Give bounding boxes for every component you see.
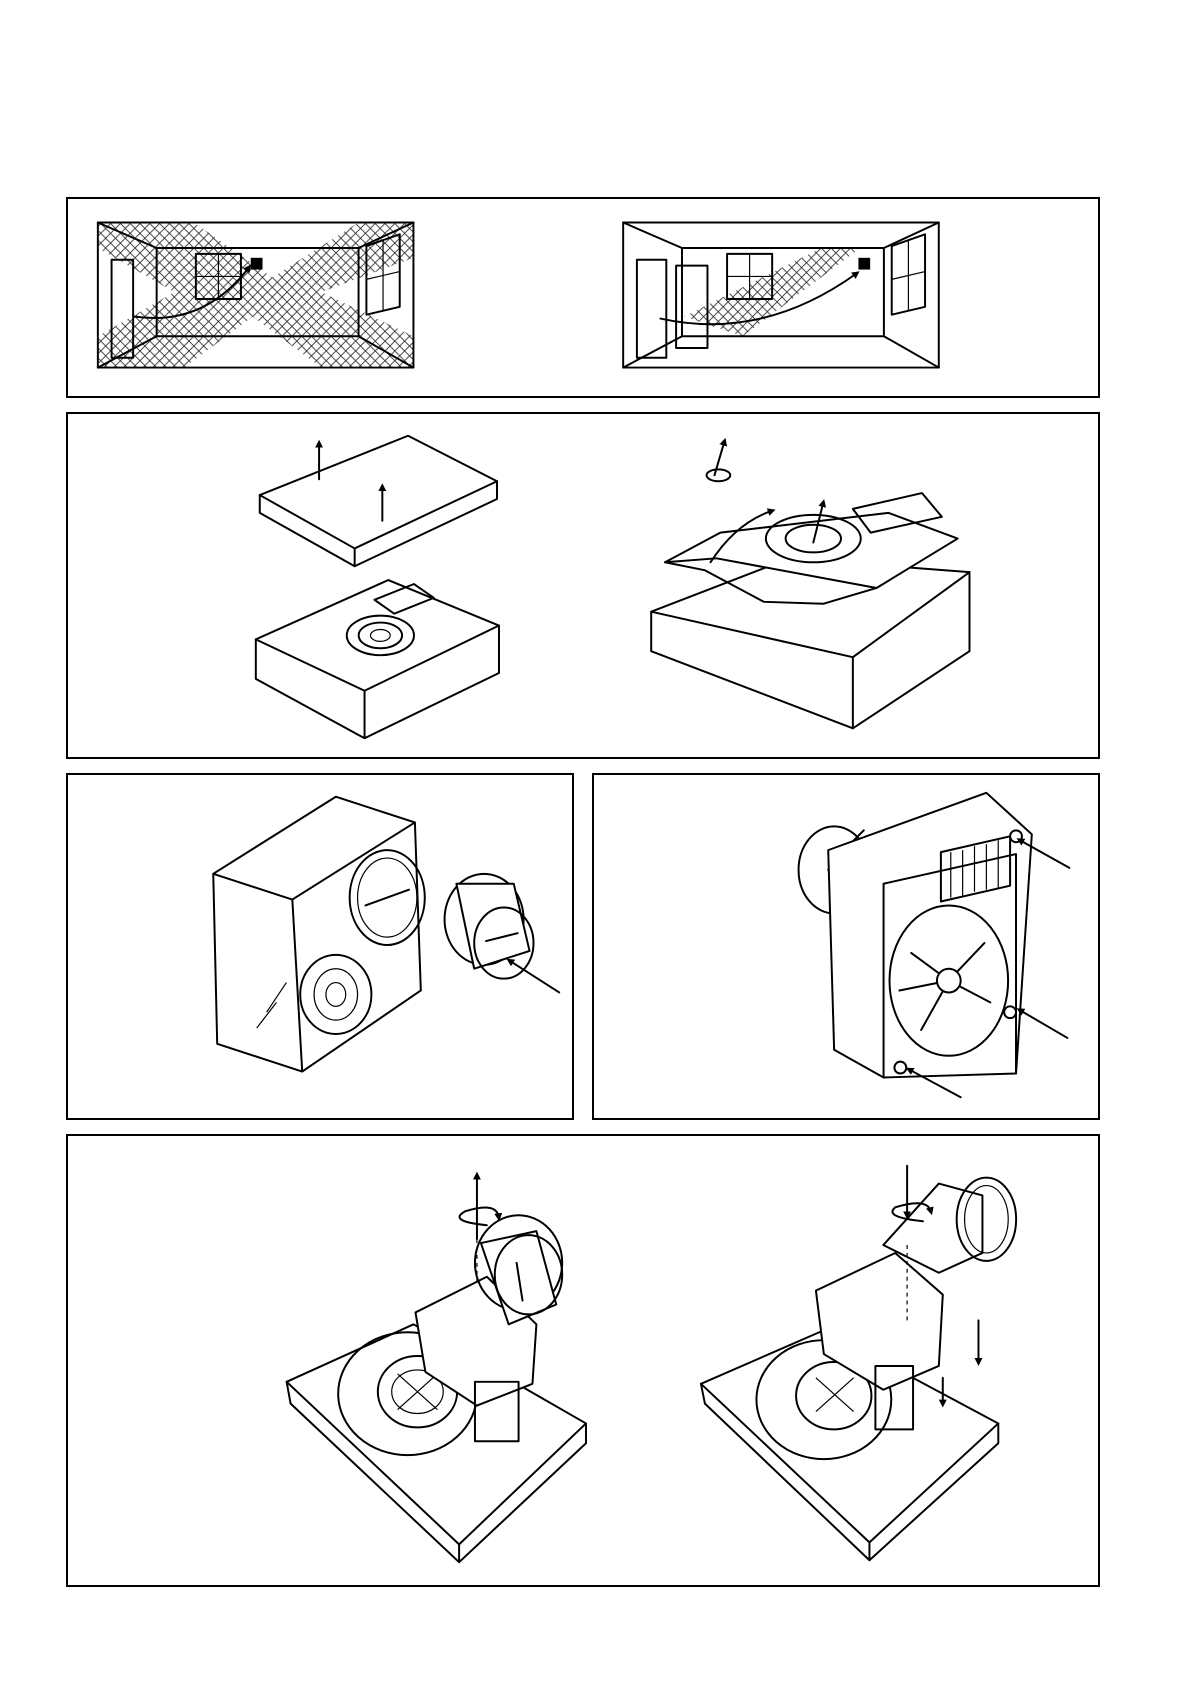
fixing-point-arrow-icon [1020, 1010, 1067, 1038]
fit-spigot-illustration [68, 775, 572, 1118]
fixing-points-illustration [594, 775, 1098, 1118]
panel-fit-spigot [66, 773, 574, 1120]
room-airflow-illustrations [68, 199, 1098, 396]
spigot-orientation-illustrations [68, 1136, 1098, 1585]
room-airflow-opposite-side-figure [623, 223, 939, 368]
panel-room-airflow [66, 197, 1100, 398]
cover-removal-illustrations [68, 414, 1098, 757]
panel-cover-removal [66, 412, 1100, 759]
room-airflow-single-side-figure [98, 223, 414, 368]
fixing-points-figure [799, 793, 1070, 1097]
fan-unit-icon [858, 258, 870, 270]
insert-arrow-icon [510, 961, 559, 993]
twist-arrow-icon [460, 1208, 499, 1226]
panel-fixing-points [592, 773, 1100, 1120]
remove-front-cover-figure [256, 436, 499, 738]
remove-spigot-twist-figure [287, 1176, 586, 1563]
fan-unit-icon [251, 258, 263, 270]
fit-spigot-figure [213, 797, 559, 1072]
door-icon [637, 260, 666, 358]
open-inner-frame-figure [651, 442, 969, 729]
panel-spigot-orientation [66, 1134, 1100, 1587]
fit-angled-spigot-figure [701, 1166, 1016, 1560]
